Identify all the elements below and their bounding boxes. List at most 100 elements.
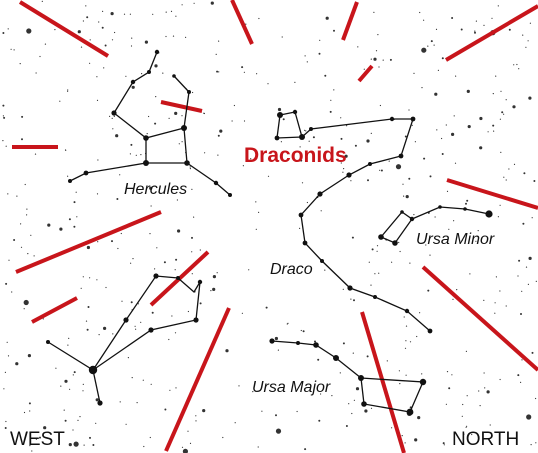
background-star [479,116,483,121]
background-star [150,383,152,385]
star [438,205,442,209]
background-star [492,93,494,95]
background-star [364,409,368,413]
background-star [82,276,84,278]
background-star [130,45,133,47]
background-star [317,358,320,361]
background-star [389,58,392,61]
background-star [497,216,499,218]
background-star [19,63,21,65]
background-star [304,55,306,57]
background-star [417,416,421,420]
background-star [346,125,348,127]
background-star [376,245,379,247]
star [176,276,180,280]
background-star [89,62,91,64]
background-star [140,321,142,323]
shower-title: Draconids [244,144,347,167]
background-star [319,39,321,41]
background-star [265,306,268,309]
background-star [92,444,95,446]
star [419,378,427,386]
background-star [434,92,438,96]
background-star [462,403,464,406]
background-star [517,275,519,277]
background-star [370,132,372,134]
background-star [452,298,454,300]
background-star [535,397,537,400]
background-star [409,341,412,343]
background-star [499,378,501,381]
background-star [80,46,83,48]
background-star [11,291,13,293]
background-star [453,115,455,117]
background-star [421,87,423,89]
background-star [26,208,28,210]
background-star [477,230,479,232]
background-star [280,141,282,143]
background-star [189,168,191,170]
star [68,179,72,183]
background-star [378,66,380,68]
background-star [401,435,403,437]
background-star [345,425,348,427]
background-star [370,284,372,286]
background-star [65,149,67,151]
star [46,340,50,344]
background-star [299,146,301,148]
background-star [204,152,206,154]
star [389,116,395,122]
background-star [119,401,121,403]
background-star [27,253,29,255]
background-star [344,154,348,158]
background-star [165,11,167,13]
background-star [516,63,518,66]
background-star [517,374,520,377]
background-star [130,262,132,264]
background-star [24,183,26,186]
background-star [306,61,308,63]
background-star [135,154,137,156]
background-star [231,120,233,122]
star [292,109,298,115]
background-star [363,68,365,70]
background-star [441,153,444,155]
background-star [399,383,401,385]
background-star [199,302,202,305]
meteor-streak [444,4,538,62]
background-star [342,342,345,345]
background-star [500,151,502,153]
background-star [110,12,114,16]
meteor-streak [15,210,162,274]
background-star [144,40,148,44]
background-star [86,245,90,250]
background-star [421,373,423,375]
meteor-streaks [12,0,538,453]
background-star [168,117,170,119]
background-star [466,395,468,397]
background-star [275,414,277,417]
background-star [44,43,47,45]
background-star [333,29,335,32]
background-star [29,410,31,412]
background-star [460,28,463,31]
background-star [23,299,29,306]
background-star [429,254,431,256]
background-star [165,35,167,38]
star [181,125,187,131]
background-star [475,20,477,22]
background-star [395,164,402,170]
background-star [13,49,15,51]
background-star [192,91,194,94]
background-star [451,374,453,376]
background-star [409,262,411,264]
background-star [63,409,65,411]
background-star [330,99,332,101]
background-star [73,441,79,447]
background-star [453,220,455,222]
background-star [77,419,79,421]
background-star [382,59,384,61]
background-star [467,125,471,129]
background-star [245,23,247,25]
background-star [2,115,4,117]
